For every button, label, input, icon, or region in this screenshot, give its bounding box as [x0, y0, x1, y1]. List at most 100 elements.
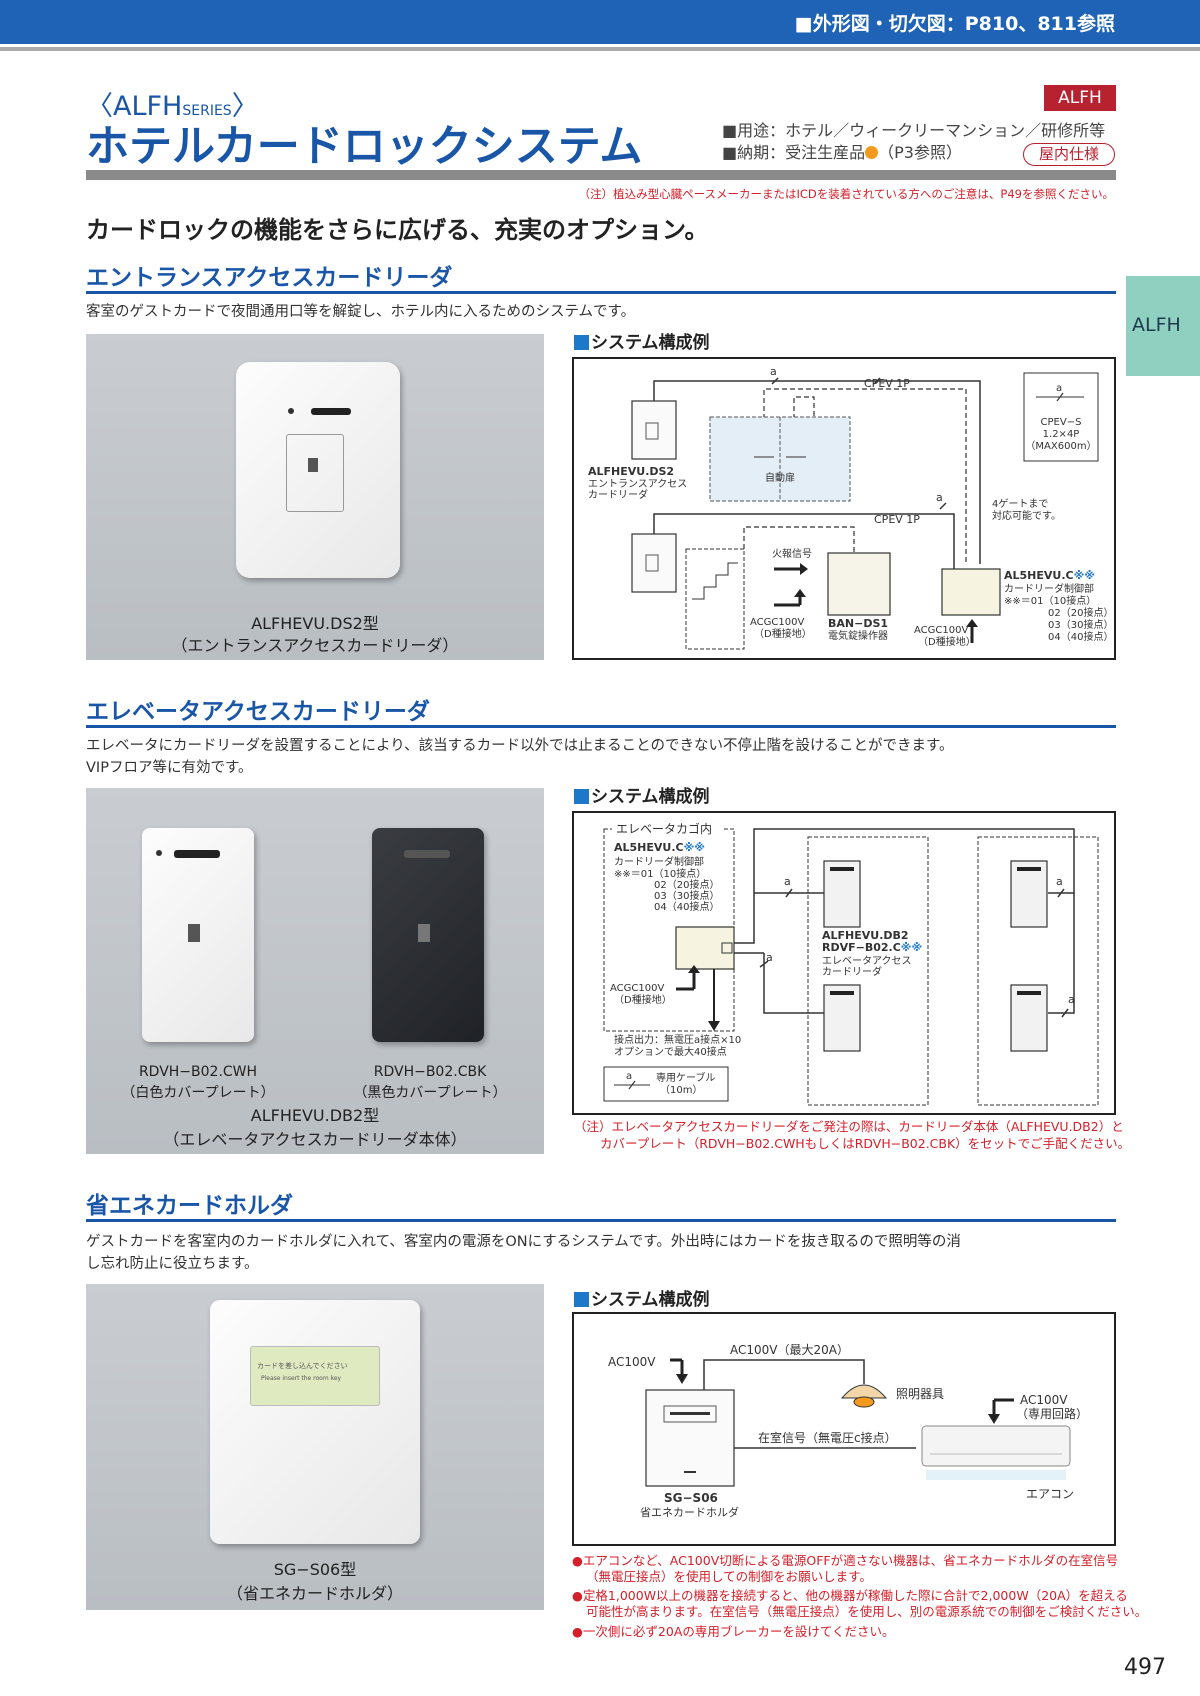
title-divider: [86, 170, 1116, 180]
ban-label: 電気錠操作器: [828, 629, 888, 642]
page-number: 497: [1124, 1655, 1166, 1680]
al5-model: AL5HEVU.C※※: [614, 841, 705, 854]
ceiling-light-icon: [840, 1384, 888, 1399]
al5-model: AL5HEVU.C※※: [1004, 569, 1095, 582]
section-rule: [86, 725, 1116, 728]
series-label: 〈ALFHSERIES〉: [86, 91, 259, 122]
section-heading-energy-saving: 省エネカードホルダ: [86, 1193, 293, 1219]
legend-length: （10m）: [660, 1084, 702, 1096]
holder-screen-jp: カードを差し込んでください: [257, 1362, 348, 1370]
section-description-1: エレベータにカードリーダを設置することにより、該当するカード以外では止まることの…: [86, 738, 954, 754]
section-description-2: VIPフロア等に有効です。: [86, 760, 253, 776]
al5-option-1: ※※＝01（10接点）: [614, 867, 706, 880]
holder-screen-en: Please insert the room key: [261, 1375, 342, 1382]
al5-label: カードリーダ制御部: [614, 855, 704, 868]
system-diagram-entrance: a CPEV 1P a CPEV 1P a CPEV−S 1.2×4P （MAX…: [572, 357, 1116, 660]
holder-label: 省エネカードホルダ: [640, 1505, 739, 1519]
holder-note-1: ●エアコンなど、AC100V切断による電源OFFが適さない機器は、省エネカードホ…: [572, 1553, 1119, 1568]
photo-caption-model: SG−S06型: [273, 1560, 357, 1579]
acgc-label: ACGC100V: [610, 983, 664, 994]
white-model: RDVH−B02.CWH: [138, 1064, 258, 1080]
air-conditioner-icon: [921, 1425, 1071, 1467]
reader-label-2: カードリーダ: [822, 965, 882, 978]
card-holder-image: カードを差し込んでください Please insert the room key: [210, 1300, 420, 1544]
side-tab: [1126, 276, 1200, 376]
al5-option-3: 03（30接点）: [654, 889, 719, 902]
top-banner: ■外形図・切欠図：P810、811参照: [0, 0, 1200, 44]
square-bullet-icon: [574, 1292, 589, 1307]
room-signal-label: 在室信号（無電圧c接点）: [758, 1430, 897, 1445]
legend-line2: 1.2×4P: [1043, 429, 1080, 440]
holder-note-5: ●一次側に必ず20Aの専用ブレーカーを設けてください。: [572, 1624, 895, 1639]
black-cover-plate-image: [372, 828, 484, 1042]
al5-option-1: ※※＝01（10接点）: [1004, 594, 1096, 607]
entrance-reader-image: [236, 362, 400, 578]
cable-a-3: a: [1056, 875, 1063, 888]
al5-label: カードリーダ制御部: [1004, 582, 1094, 595]
holder-note-2: （無電圧接点）を使用しての制御をお願いします。: [586, 1569, 872, 1584]
cable-a-4: a: [1068, 993, 1075, 1006]
reader-device-2: [631, 533, 677, 593]
white-cover-plate-image: [142, 828, 254, 1042]
reader-label-2: カードリーダ: [588, 488, 648, 501]
section-description-2: し忘れ防止に役立ちます。: [86, 1256, 259, 1272]
spec-delivery: ■納期：受注生産品（P3参照）: [722, 143, 962, 162]
product-photo-holder: カードを差し込んでください Please insert the room key…: [86, 1284, 544, 1610]
square-bullet-icon: [574, 335, 589, 350]
reader-model-1: ALFHEVU.DB2: [822, 929, 909, 942]
cable-cpev-label: CPEV 1P: [864, 377, 910, 390]
product-photo-elevator: RDVH−B02.CWH （白色カバープレート） RDVH−B02.CBK （黒…: [86, 788, 544, 1154]
ac100v-right: AC100V: [1020, 1393, 1068, 1407]
system-diagram-holder: AC100V AC100V（最大20A） 照明器具 AC100V （専用回路） …: [572, 1312, 1116, 1546]
card-reader-controller: [675, 926, 735, 970]
side-tab-label: ALFH: [1132, 314, 1181, 336]
legend-line1: CPEV−S: [1041, 417, 1082, 428]
ban-model: BAN−DS1: [828, 617, 888, 630]
card-reader-controller: [941, 568, 1001, 616]
reader-device-1: [631, 400, 677, 460]
elevator-reader-1: [823, 860, 861, 928]
section-heading-entrance: エントランスアクセスカードリーダ: [86, 265, 453, 291]
elevator-reader-4: [1010, 984, 1048, 1052]
legend-a: a: [1056, 383, 1062, 394]
elevator-reader-2: [1010, 860, 1048, 928]
lead-text: カードロックの機能をさらに広げる、充実のオプション。: [86, 216, 709, 244]
section-description: 客室のゲストカードで夜間通用口等を解錠し、ホテル内に入るためのシステムです。: [86, 304, 636, 320]
ground-label-1: （D種接地）: [754, 627, 812, 640]
cable-a-label: a: [770, 365, 777, 378]
al5-option-2: 02（20接点）: [654, 878, 719, 891]
reader-label-1: エントランスアクセス: [588, 478, 687, 490]
cable-cpev-label-2: CPEV 1P: [874, 513, 920, 526]
system-diagram-elevator: エレベータカゴ内 AL5HEVU.C※※ カードリーダ制御部 ※※＝01（10接…: [572, 811, 1116, 1115]
floor-column-2: [977, 836, 1099, 1106]
elevator-reader-3: [823, 984, 861, 1052]
ground-label: （D種接地）: [614, 993, 672, 1006]
order-made-dot-icon: [865, 146, 879, 159]
gate-note-1: 4ゲートまで: [992, 498, 1048, 510]
holder-note-4: 可能性が高まります。在室信号（無電圧接点）を使用し、別の電源系統での制御をご検討…: [586, 1604, 1148, 1619]
section-rule: [86, 1219, 1116, 1222]
cage-label: エレベータカゴ内: [616, 821, 712, 836]
photo-caption-label: （省エネカードホルダ）: [226, 1584, 403, 1603]
holder-model: SG−S06: [664, 1491, 718, 1505]
legend-a: a: [626, 1071, 632, 1082]
dedicated-circuit: （専用回路）: [1016, 1406, 1088, 1421]
cable-a-2: a: [766, 951, 773, 964]
reader-model: ALFHEVU.DS2: [588, 465, 674, 478]
legend-line3: （MAX600m）: [1025, 440, 1096, 452]
black-model: RDVH−B02.CBK: [373, 1064, 487, 1080]
top-divider: [0, 47, 1200, 51]
ac100v-left: AC100V: [608, 1355, 656, 1369]
photo-caption-model: ALFHEVU.DB2型: [250, 1106, 380, 1125]
cable-a-1: a: [784, 875, 791, 888]
aircon-label: エアコン: [1026, 1487, 1074, 1501]
al5-option-2: 02（20接点）: [1048, 606, 1113, 619]
reference-text: ■外形図・切欠図：P810、811参照: [794, 13, 1115, 35]
electric-lock-controller: [827, 552, 891, 616]
section-description-1: ゲストカードを客室内のカードホルダに入れて、客室内の電源をONにするシステムです…: [86, 1234, 961, 1250]
indoor-badge: 屋内仕様: [1023, 143, 1115, 166]
photo-caption-label: （エントランスアクセスカードリーダ）: [171, 636, 459, 655]
white-label: （白色カバープレート）: [121, 1085, 275, 1101]
page-title: ホテルカードロックシステム: [86, 122, 643, 172]
pacemaker-note: （注）植込み型心臓ペースメーカーまたはICDを装着されている方へのご注意は、P4…: [578, 187, 1114, 201]
